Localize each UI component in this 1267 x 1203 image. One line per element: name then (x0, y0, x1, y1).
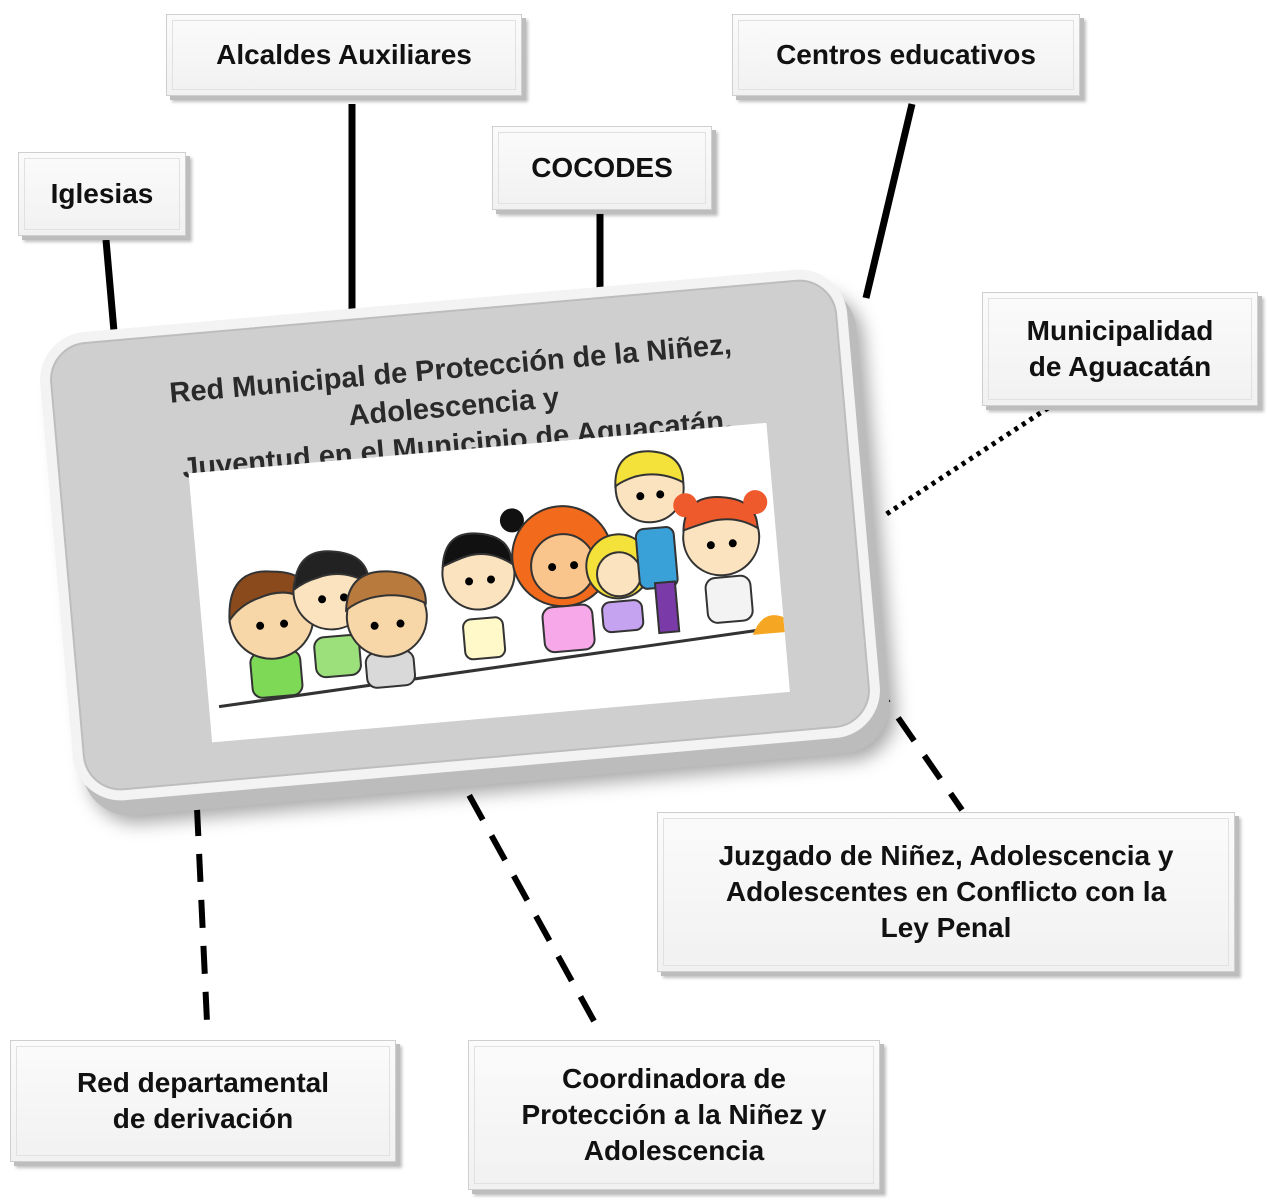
link-municipalidad (883, 405, 1050, 518)
child-figure (511, 505, 614, 654)
link-coordinadora (444, 753, 603, 1034)
children-cartoon-image (218, 450, 785, 709)
node-iglesias-label: Iglesias (50, 178, 154, 209)
node-red-departamental-label: Red departamental de derivación (76, 1067, 330, 1134)
children-illustration (188, 422, 790, 743)
node-red-departamental: Red departamental de derivación (10, 1040, 396, 1162)
link-juzgado (869, 678, 965, 812)
node-alcaldes-label: Alcaldes Auxiliares (216, 39, 472, 70)
link-red-departamental (194, 807, 210, 1023)
node-coordinadora: Coordinadora de Protección a la Niñez y … (468, 1040, 880, 1190)
child-figure (441, 508, 524, 661)
node-alcaldes-auxiliares: Alcaldes Auxiliares (166, 14, 522, 96)
node-cocodes-label: COCODES (531, 152, 673, 183)
node-iglesias: Iglesias (18, 152, 186, 236)
child-figure (345, 570, 428, 689)
central-network-panel: Red Municipal de Protección de la Niñez,… (36, 265, 884, 805)
link-centros (862, 103, 916, 299)
node-cocodes: COCODES (492, 126, 712, 210)
node-municipalidad: Municipalidad de Aguacatán (982, 292, 1258, 406)
node-juzgado-label: Juzgado de Niñez, Adolescencia y Adolesc… (718, 840, 1174, 943)
node-municipalidad-label: Municipalidad de Aguacatán (1026, 315, 1214, 382)
node-centros-educativos: Centros educativos (732, 14, 1080, 96)
child-figure (614, 450, 685, 635)
node-centros-label: Centros educativos (776, 39, 1036, 70)
node-coordinadora-label: Coordinadora de Protección a la Niñez y … (521, 1063, 827, 1166)
node-juzgado: Juzgado de Niñez, Adolescencia y Adolesc… (657, 812, 1235, 972)
link-iglesias (102, 239, 119, 344)
child-figure (673, 490, 768, 624)
